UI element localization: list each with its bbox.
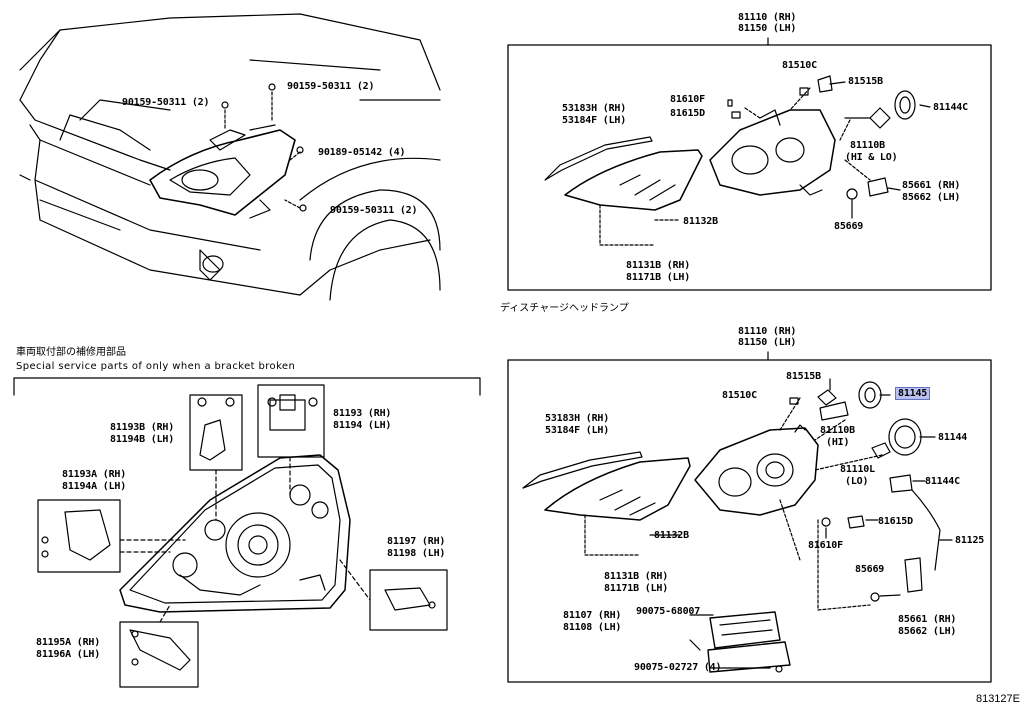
part-label: 81615D: [878, 516, 913, 527]
part-label: 81125: [955, 535, 985, 546]
part-label: 81195A (RH): [36, 637, 101, 648]
part-label: 81610F: [670, 94, 705, 105]
part-label: 90075-02727 (4): [634, 662, 722, 673]
fastener-label: 90189-05142 (4): [318, 147, 406, 158]
part-label: 81107 (RH): [563, 610, 622, 621]
part-label: 81193 (RH): [333, 408, 392, 419]
assembly-lh-label: 81150 (LH): [738, 337, 797, 348]
part-label: (LO): [845, 476, 869, 487]
part-label: 81515B: [848, 76, 883, 87]
part-label: 85669: [834, 221, 864, 232]
part-label: 81610F: [808, 540, 843, 551]
diagram-id: 813127E: [975, 693, 1020, 705]
part-label: 81196A (LH): [36, 649, 101, 660]
part-label: 81194B (LH): [110, 434, 175, 445]
part-label: 81132B: [654, 530, 689, 541]
part-label: 81515B: [786, 371, 821, 382]
part-label: 81615D: [670, 108, 705, 119]
part-label: 81193A (RH): [62, 469, 127, 480]
assembly-rh-label: 81110 (RH): [738, 326, 797, 337]
part-label: 81110B: [820, 425, 855, 436]
part-label: 81198 (LH): [387, 548, 446, 559]
part-label: 81110L: [840, 464, 875, 475]
fastener-label: 90159-50311 (2): [122, 97, 210, 108]
part-81145-highlight[interactable]: 81145: [895, 387, 931, 400]
part-label: 81197 (RH): [387, 536, 446, 547]
part-label: 81510C: [782, 60, 817, 71]
part-label: 81194A (LH): [62, 481, 127, 492]
top-right-headlamp-drawing: [544, 75, 931, 246]
part-label: 81131B (RH): [626, 260, 691, 271]
part-label: 81171B (LH): [604, 583, 669, 594]
part-label: 81171B (LH): [626, 272, 691, 283]
part-label: 81110B: [850, 140, 885, 151]
part-label: 85661 (RH): [902, 180, 961, 191]
part-label: 81510C: [722, 390, 757, 401]
car-front-illustration: [19, 13, 441, 301]
bottom-right-headlamp-drawing: [522, 378, 953, 673]
highlighted-part-number[interactable]: 81145: [895, 387, 931, 400]
fastener-label: 90159-50311 (2): [330, 205, 418, 216]
part-label: (HI & LO): [845, 152, 898, 163]
bottom-left-headlamp-drawing: [37, 384, 448, 688]
part-label: 81132B: [683, 216, 718, 227]
assembly-lh-label: 81150 (LH): [738, 23, 797, 34]
part-label: 53183H (RH): [545, 413, 610, 424]
part-label: 81108 (LH): [563, 622, 622, 633]
part-label: 81193B (RH): [110, 422, 175, 433]
part-label: 85662 (LH): [898, 626, 957, 637]
part-label: 53183H (RH): [562, 103, 627, 114]
assembly-rh-label: 81110 (RH): [738, 12, 797, 23]
part-label: 53184F (LH): [545, 425, 610, 436]
part-label: 85661 (RH): [898, 614, 957, 625]
part-label: 81131B (RH): [604, 571, 669, 582]
part-label: 81144: [938, 432, 968, 443]
section-title-jp: 車両取付部の補修用部品: [16, 347, 126, 358]
part-label: 81194 (LH): [333, 420, 392, 431]
part-label: (HI): [826, 437, 850, 448]
part-label: 85662 (LH): [902, 192, 961, 203]
part-label: 90075-68007: [636, 606, 701, 617]
section-title-en: Special service parts of only when a bra…: [16, 361, 296, 372]
part-label: 85669: [855, 564, 885, 575]
part-label: 53184F (LH): [562, 115, 627, 126]
part-label: 81144C: [925, 476, 960, 487]
section-title-jp: ディスチャージヘッドランプ: [500, 303, 629, 314]
fastener-label: 90159-50311 (2): [287, 81, 375, 92]
part-label: 81144C: [933, 102, 968, 113]
